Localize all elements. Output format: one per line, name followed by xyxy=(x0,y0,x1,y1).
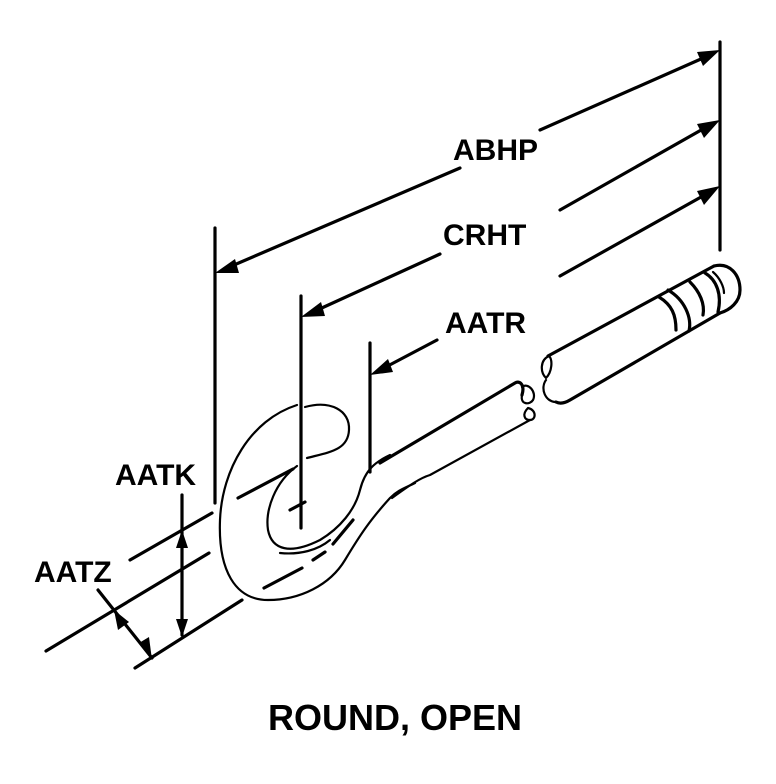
arrowhead-aatk-down xyxy=(176,619,188,637)
label-crht: CRHT xyxy=(443,219,526,252)
break-mark-right xyxy=(540,354,558,404)
eye-dashed-2 xyxy=(311,550,327,562)
shank-lower-edge xyxy=(390,418,532,500)
label-abhp: ABHP xyxy=(453,134,538,167)
arrowhead-aatr-left xyxy=(370,359,393,375)
diagram-caption: ROUND, OPEN xyxy=(268,697,522,738)
arrowhead-abhp-right xyxy=(697,50,720,66)
thread-mark-4 xyxy=(703,271,721,314)
eye-center-tick xyxy=(288,500,307,512)
label-aatk: AATK xyxy=(115,459,196,492)
extension-lines xyxy=(213,40,722,530)
label-aatr: AATR xyxy=(445,307,526,340)
rod-lower-edge xyxy=(554,311,722,405)
arrowhead-crht-left xyxy=(301,302,325,317)
dimension-abhp: ABHP xyxy=(215,50,720,273)
eye-outer-outline xyxy=(218,403,417,602)
eye-inner-hook xyxy=(278,538,332,555)
eye-dashed-3 xyxy=(262,566,304,590)
arrowhead-aatr-right xyxy=(697,186,720,205)
arrowhead-aatz-down xyxy=(139,637,152,660)
extension-line-aatk-upper xyxy=(128,511,214,562)
thread-mark-5 xyxy=(711,270,726,295)
dimension-line-crht-left xyxy=(311,252,442,314)
dimension-line-aatr-right xyxy=(558,190,712,278)
thread-mark-1 xyxy=(657,295,678,332)
arrowhead-crht-right xyxy=(697,120,720,138)
dimension-line-abhp-right xyxy=(538,53,712,132)
shank-upper-edge xyxy=(378,380,525,465)
eye-dashed-1 xyxy=(331,518,355,546)
eye-crossbar xyxy=(236,467,295,500)
dimension-aatk-aatz: AATK AATZ xyxy=(34,459,244,670)
dimension-crht: CRHT xyxy=(301,120,720,317)
eye-bolt-shape xyxy=(218,263,742,602)
thread-mark-2 xyxy=(666,288,692,333)
label-aatz: AATZ xyxy=(34,556,112,589)
arrowhead-aatk-up xyxy=(176,530,188,548)
dimension-aatr: AATR xyxy=(370,186,720,375)
eye-inner-outline xyxy=(266,453,392,550)
arrowhead-abhp-left xyxy=(215,259,239,273)
dimension-line-aatr-left xyxy=(380,338,439,371)
eye-upper-curl xyxy=(303,403,351,460)
rod-upper-edge xyxy=(546,264,716,358)
break-mark-left xyxy=(520,384,536,422)
dimension-line-crht-right xyxy=(558,123,712,212)
rod-end-cap xyxy=(712,263,742,315)
arrowhead-aatz-up xyxy=(114,610,129,630)
thread-mark-3 xyxy=(688,280,706,317)
dimension-line-abhp-left xyxy=(225,166,462,270)
